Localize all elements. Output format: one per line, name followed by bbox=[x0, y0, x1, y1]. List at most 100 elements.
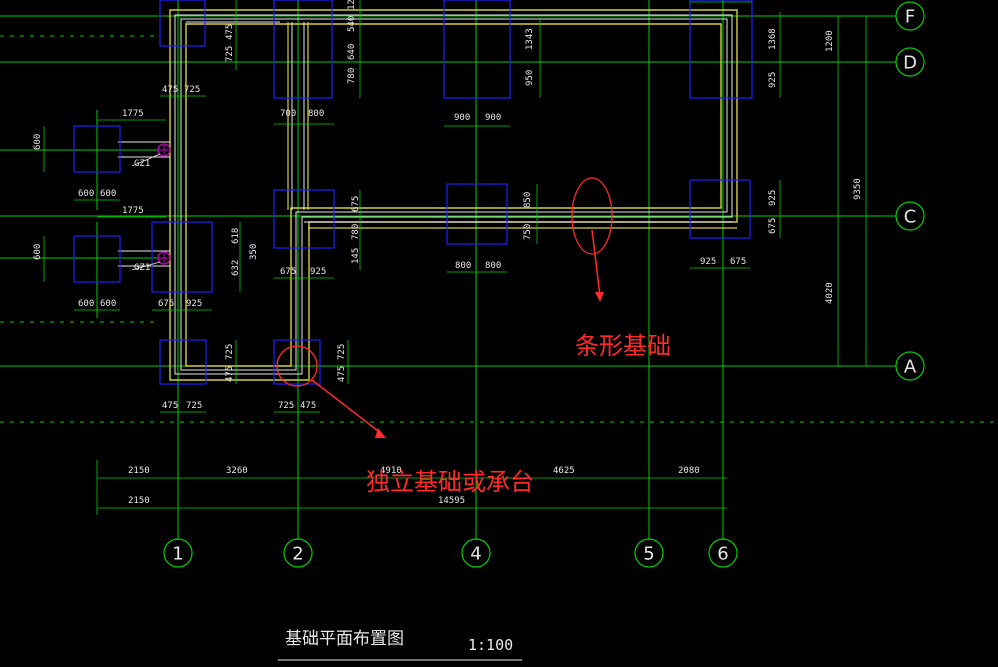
gz1-label-upper: GZ1 bbox=[134, 159, 150, 169]
footing-pad-lower bbox=[73, 235, 121, 283]
dim-632: 632 bbox=[231, 260, 241, 276]
dim-9350: 9350 bbox=[853, 178, 863, 200]
axis-bubble-5 bbox=[634, 538, 664, 568]
axis-bubble-F bbox=[895, 1, 925, 31]
dim-600-a: 600 bbox=[78, 189, 94, 199]
dim-475-a1: 475 bbox=[162, 401, 178, 411]
dim-475-f1: 475 bbox=[162, 85, 178, 95]
footing-A1 bbox=[159, 339, 207, 385]
dim-750: 750 bbox=[523, 224, 533, 240]
axis-label-A: A bbox=[904, 357, 917, 378]
dim-600-d: 600 bbox=[100, 299, 116, 309]
dim-14595: 14595 bbox=[438, 496, 465, 506]
axis-label-5: 5 bbox=[643, 544, 654, 565]
isolated-foundation-arrowhead bbox=[375, 428, 386, 438]
dim-850: 850 bbox=[523, 192, 533, 208]
dim-540: 540 bbox=[347, 16, 357, 32]
dim-725-a2v: 725 bbox=[337, 344, 347, 360]
axis-bubble-A bbox=[895, 351, 925, 381]
dim-725-a1: 725 bbox=[186, 401, 202, 411]
dim-640: 640 bbox=[347, 44, 357, 60]
axis-label-C: C bbox=[904, 207, 917, 228]
dim-700: 700 bbox=[280, 109, 296, 119]
footing-pads bbox=[73, 0, 753, 385]
footing-F1 bbox=[159, 0, 206, 47]
footing-C1 bbox=[151, 221, 213, 293]
dim-1343: 1343 bbox=[525, 28, 535, 50]
dim-475-a2v: 475 bbox=[337, 366, 347, 382]
axis-label-1: 1 bbox=[172, 544, 183, 565]
dim-120: 120 bbox=[347, 0, 357, 10]
axis-bubble-4 bbox=[461, 538, 491, 568]
drawing-title: 基础平面布置图 bbox=[285, 629, 404, 649]
dim-725-a1v: 725 bbox=[225, 344, 235, 360]
dim-600-lv1: 600 bbox=[33, 134, 43, 150]
dim-600-c: 600 bbox=[78, 299, 94, 309]
wall-line-inner bbox=[180, 18, 728, 371]
axis-label-2: 2 bbox=[292, 544, 303, 565]
axis-label-6: 6 bbox=[717, 544, 728, 565]
wall-stub-upper bbox=[118, 141, 170, 158]
dim-675-r: 675 bbox=[768, 218, 778, 234]
footing-A2 bbox=[273, 339, 321, 385]
drawing-title-block: 基础平面布置图 1:100 bbox=[278, 629, 522, 661]
red-annotations: 条形基础 独立基础或承台 bbox=[276, 177, 671, 496]
footing-F4 bbox=[443, 0, 511, 99]
dim-925-c2: 925 bbox=[310, 267, 326, 277]
dim-475-f1v: 475 bbox=[225, 24, 235, 40]
dim-900-a: 900 bbox=[454, 113, 470, 123]
strip-foundation-walls bbox=[118, 9, 738, 381]
dim-4020: 4020 bbox=[825, 282, 835, 304]
dim-600-lv2: 600 bbox=[33, 244, 43, 260]
axis-bubbles bbox=[163, 1, 925, 568]
axis-bubble-1 bbox=[163, 538, 193, 568]
dim-725-f1v: 725 bbox=[225, 46, 235, 62]
wall-stub-lower bbox=[118, 250, 170, 267]
footing-C6 bbox=[689, 179, 751, 239]
axis-bubble-6 bbox=[708, 538, 738, 568]
dim-2080: 2080 bbox=[678, 466, 700, 476]
axis-label-D: D bbox=[903, 53, 917, 74]
axis-grid-lines bbox=[0, 0, 998, 540]
footing-pad-upper bbox=[73, 125, 121, 173]
dim-1200: 1200 bbox=[825, 30, 835, 52]
isolated-foundation-label: 独立基础或承台 bbox=[366, 468, 534, 496]
dim-1368: 1368 bbox=[768, 28, 778, 50]
dim-1775-a: 1775 bbox=[122, 109, 144, 119]
dim-800-a: 800 bbox=[455, 261, 471, 271]
isolated-foundation-highlight bbox=[276, 345, 318, 387]
dim-475-a1v: 475 bbox=[225, 366, 235, 382]
dim-675-c1: 675 bbox=[158, 299, 174, 309]
gz-markers: GZ1 GZ1 bbox=[131, 143, 171, 273]
dim-2150: 2150 bbox=[128, 466, 150, 476]
dim-800-b: 800 bbox=[485, 261, 501, 271]
axis-label-F: F bbox=[905, 7, 915, 28]
strip-foundation-arrow bbox=[591, 229, 601, 297]
dim-145: 145 bbox=[351, 248, 361, 264]
drawing-scale: 1:100 bbox=[468, 636, 513, 654]
dim-800: 800 bbox=[308, 109, 324, 119]
dim-600-b: 600 bbox=[100, 189, 116, 199]
strip-foundation-label: 条形基础 bbox=[575, 332, 671, 360]
wall-inner-edge bbox=[185, 23, 722, 367]
gz1-label-lower: GZ1 bbox=[134, 263, 150, 273]
gz1-leader bbox=[131, 153, 161, 167]
dim-725-a2: 725 bbox=[278, 401, 294, 411]
dim-925-r: 925 bbox=[768, 72, 778, 88]
dim-350: 350 bbox=[249, 244, 259, 260]
dim-725-f1: 725 bbox=[184, 85, 200, 95]
axis-bubble-D bbox=[895, 47, 925, 77]
dim-1775-b: 1775 bbox=[122, 206, 144, 216]
dim-475-a2: 475 bbox=[300, 401, 316, 411]
dim-2150-b: 2150 bbox=[128, 496, 150, 506]
dim-675-c2v: 675 bbox=[351, 196, 361, 212]
dim-4625: 4625 bbox=[553, 466, 575, 476]
footing-F6 bbox=[689, 0, 753, 99]
dim-618: 618 bbox=[231, 228, 241, 244]
axis-label-4: 4 bbox=[470, 544, 481, 565]
axis-bubble-C bbox=[895, 201, 925, 231]
dim-925-c1: 925 bbox=[186, 299, 202, 309]
gz1-leader bbox=[131, 261, 161, 271]
dim-925-c6: 925 bbox=[700, 257, 716, 267]
